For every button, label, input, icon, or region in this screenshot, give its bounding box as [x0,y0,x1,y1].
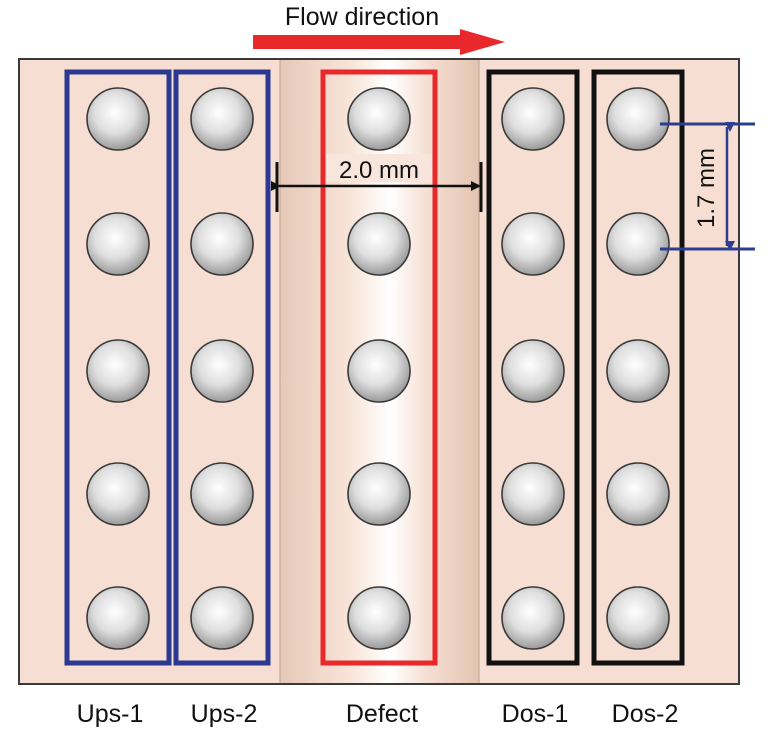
hole [501,462,565,526]
hole [347,212,411,276]
pitch-label: 1.7 mm [693,148,720,228]
hole [501,339,565,403]
column-frame [486,69,580,666]
column-frame [64,69,172,666]
hole [347,339,411,403]
column-defect [320,69,438,666]
flow-direction-label: Flow direction [285,3,439,31]
hole [347,462,411,526]
hole [347,87,411,151]
hole [86,586,150,650]
spacing-label: 2.0 mm [339,157,419,184]
column-frame [320,69,438,666]
hole [190,586,254,650]
hole [606,339,670,403]
column-ups-1 [64,69,172,666]
hole [86,87,150,151]
spacing-dimension: 2.0 mm [271,154,483,212]
hole [86,462,150,526]
column-label: Defect [346,700,418,728]
hole [190,339,254,403]
column-label: Ups-2 [191,700,258,728]
hole [190,212,254,276]
hole [347,586,411,650]
hole [190,87,254,151]
hole [501,87,565,151]
pitch-dimension: 1.7 mm [660,122,755,251]
column-label: Dos-2 [612,700,679,728]
hole [606,212,670,276]
hole [190,462,254,526]
spacing-label-bg [326,154,432,182]
column-label: Dos-1 [502,700,569,728]
hole [606,586,670,650]
hole [86,212,150,276]
column-dos-1 [486,69,580,666]
column-frame [173,69,271,666]
hole [501,586,565,650]
flow-arrow [253,29,505,55]
column-frame [591,69,685,666]
hole [501,212,565,276]
column-label: Ups-1 [77,700,144,728]
column-dos-2 [591,69,685,666]
column-labels: Ups-1 Ups-2 Defect Dos-1 Dos-2 [77,700,679,728]
column-ups-2 [173,69,271,666]
hole [606,87,670,151]
hole [606,462,670,526]
hole [86,339,150,403]
hole-columns [64,69,685,666]
